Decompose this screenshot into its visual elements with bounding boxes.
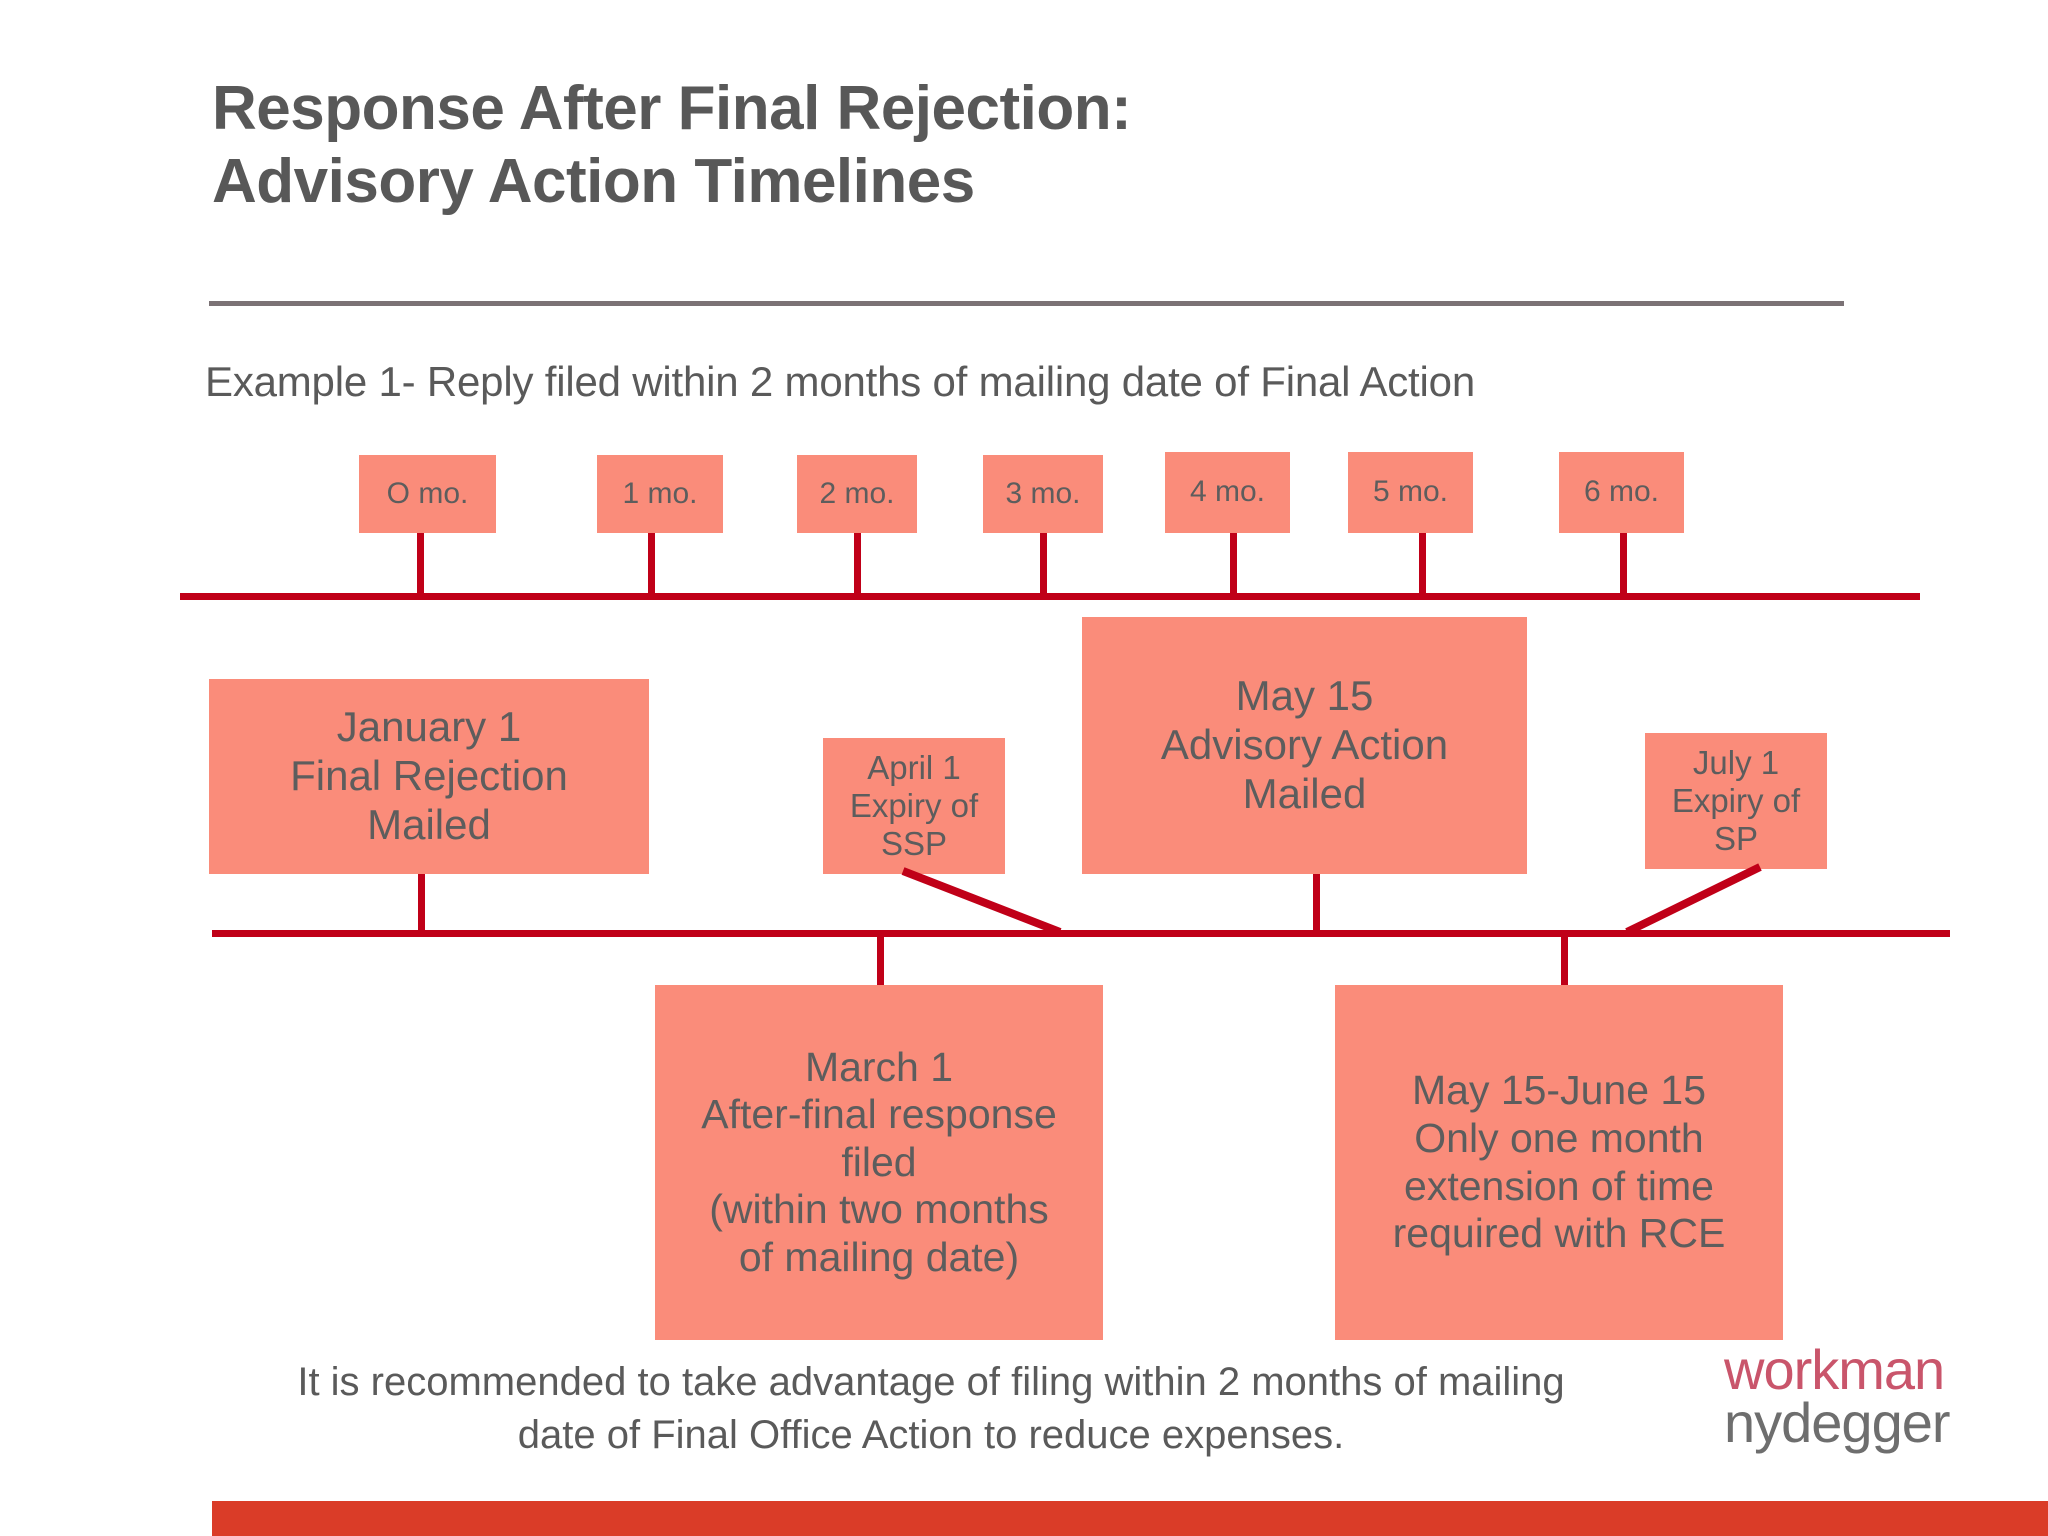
workman-nydegger-logo: workman nydegger xyxy=(1724,1338,2024,1455)
recommendation-note: It is recommended to take advantage of f… xyxy=(297,1360,1565,1457)
month-marker-5-stem xyxy=(1419,533,1426,593)
month-marker-0: O mo. xyxy=(359,455,496,533)
month-marker-2: 2 mo. xyxy=(797,455,917,533)
month-marker-1: 1 mo. xyxy=(597,455,723,533)
event-box-january: January 1 Final Rejection Mailed xyxy=(209,679,649,874)
event-april-connector xyxy=(901,867,1062,936)
month-marker-2-stem xyxy=(854,533,861,593)
month-marker-1-stem xyxy=(648,533,655,593)
event-may-june-stem xyxy=(1561,930,1568,985)
event-timeline-rail xyxy=(212,930,1950,937)
month-marker-6: 6 mo. xyxy=(1559,452,1684,533)
month-marker-3-stem xyxy=(1040,533,1047,593)
event-may-stem xyxy=(1313,874,1320,932)
page-title: Response After Final Rejection: Advisory… xyxy=(212,74,1132,217)
month-marker-6-stem xyxy=(1620,533,1627,593)
event-box-april: April 1 Expiry of SSP xyxy=(823,738,1005,874)
event-july-connector xyxy=(1625,863,1762,936)
event-box-may: May 15 Advisory Action Mailed xyxy=(1082,617,1527,874)
month-marker-4-stem xyxy=(1230,533,1237,593)
month-marker-4: 4 mo. xyxy=(1165,452,1290,533)
event-january-stem xyxy=(418,874,425,932)
event-box-march: March 1 After-final response filed (with… xyxy=(655,985,1103,1340)
event-box-may-june: May 15-June 15 Only one month extension … xyxy=(1335,985,1783,1340)
month-marker-0-stem xyxy=(417,533,424,593)
footer-accent-bar xyxy=(212,1501,2048,1536)
logo-line-nydegger: nydegger xyxy=(1724,1391,1951,1455)
top-timeline-rail xyxy=(180,593,1920,600)
title-divider xyxy=(209,301,1844,306)
logo-line-workman: workman xyxy=(1724,1338,1945,1401)
month-marker-5: 5 mo. xyxy=(1348,452,1473,533)
event-box-july: July 1 Expiry of SP xyxy=(1645,733,1827,869)
example-subtitle: Example 1- Reply filed within 2 months o… xyxy=(205,358,1475,405)
month-marker-3: 3 mo. xyxy=(983,455,1103,533)
event-march-stem xyxy=(877,930,884,985)
